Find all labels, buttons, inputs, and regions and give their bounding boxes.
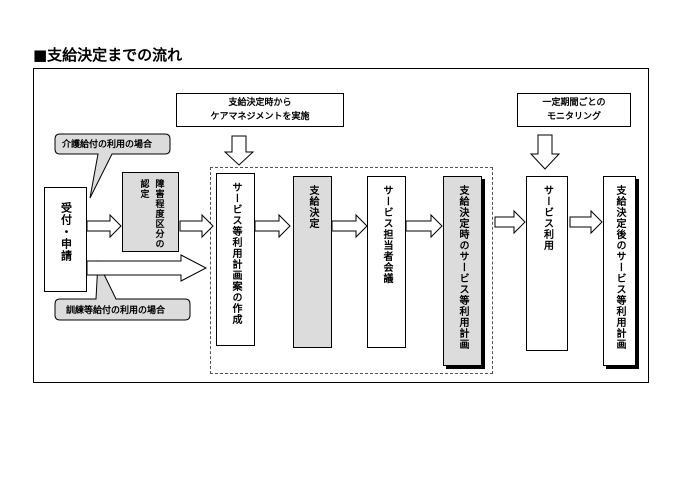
node-certification: 障害程度区分の 認定 bbox=[122, 172, 179, 252]
node-plan-after-decision: 支給決定後のサービス等利用計画 bbox=[603, 176, 636, 366]
node-reception: 受付・申請 bbox=[44, 187, 87, 292]
note-care-management: 支給決定時から ケアマネジメントを実施 bbox=[176, 93, 344, 127]
note-care-management-line2: ケアマネジメントを実施 bbox=[210, 112, 310, 122]
callout-care-benefit bbox=[54, 133, 171, 199]
arrow-reception-to-plan-draft bbox=[86, 254, 208, 282]
plan-group-dashed-border bbox=[210, 167, 493, 374]
callout-care-benefit-label: 介護給付の利用の場合 bbox=[62, 140, 153, 150]
node-service-use-label: サービス利用 bbox=[541, 185, 553, 251]
node-plan-at-decision-label: 支給決定時のサービス等利用計画 bbox=[457, 185, 468, 350]
arrow-decision-to-meeting bbox=[331, 213, 368, 239]
arrow-plan-to-service-use bbox=[494, 209, 526, 235]
node-staff-meeting-label: サービス担当者会議 bbox=[381, 185, 392, 284]
node-certification-line2: 認定 bbox=[138, 179, 149, 199]
note-monitoring-line1: 一定期間ごとの bbox=[542, 98, 606, 108]
callout-training-benefit bbox=[54, 260, 191, 321]
diagram-frame bbox=[33, 68, 649, 383]
node-staff-meeting: サービス担当者会議 bbox=[367, 176, 406, 348]
arrow-plan-draft-to-decision bbox=[254, 213, 291, 239]
arrow-meeting-to-plan bbox=[405, 213, 443, 239]
node-draft-plan-label: サービス等利用計画案の作成 bbox=[230, 182, 241, 325]
note-monitoring-line2: モニタリング bbox=[546, 112, 601, 122]
arrow-reception-to-certification bbox=[86, 213, 122, 239]
node-reception-label: 受付・申請 bbox=[59, 202, 73, 262]
arrow-certification-to-plan-draft bbox=[179, 213, 214, 239]
arrow-down-care-management bbox=[223, 135, 255, 166]
arrow-down-monitoring bbox=[529, 134, 561, 170]
node-certification-line1: 障害程度区分の bbox=[153, 179, 164, 249]
note-care-management-line1: 支給決定時から bbox=[228, 98, 292, 108]
node-decision-label: 支給決定 bbox=[307, 185, 318, 229]
node-plan-after-decision-label: 支給決定後のサービス等利用計画 bbox=[614, 185, 625, 350]
page-title: ■支給決定までの流れ bbox=[33, 46, 183, 64]
node-decision: 支給決定 bbox=[293, 176, 332, 348]
note-monitoring: 一定期間ごとの モニタリング bbox=[517, 93, 631, 127]
arrow-service-use-to-after-plan bbox=[569, 209, 603, 235]
node-draft-plan: サービス等利用計画案の作成 bbox=[216, 173, 255, 346]
callout-training-benefit-label: 訓練等給付の利用の場合 bbox=[66, 306, 166, 316]
node-service-use: サービス利用 bbox=[526, 176, 568, 351]
node-plan-at-decision: 支給決定時のサービス等利用計画 bbox=[443, 176, 482, 366]
